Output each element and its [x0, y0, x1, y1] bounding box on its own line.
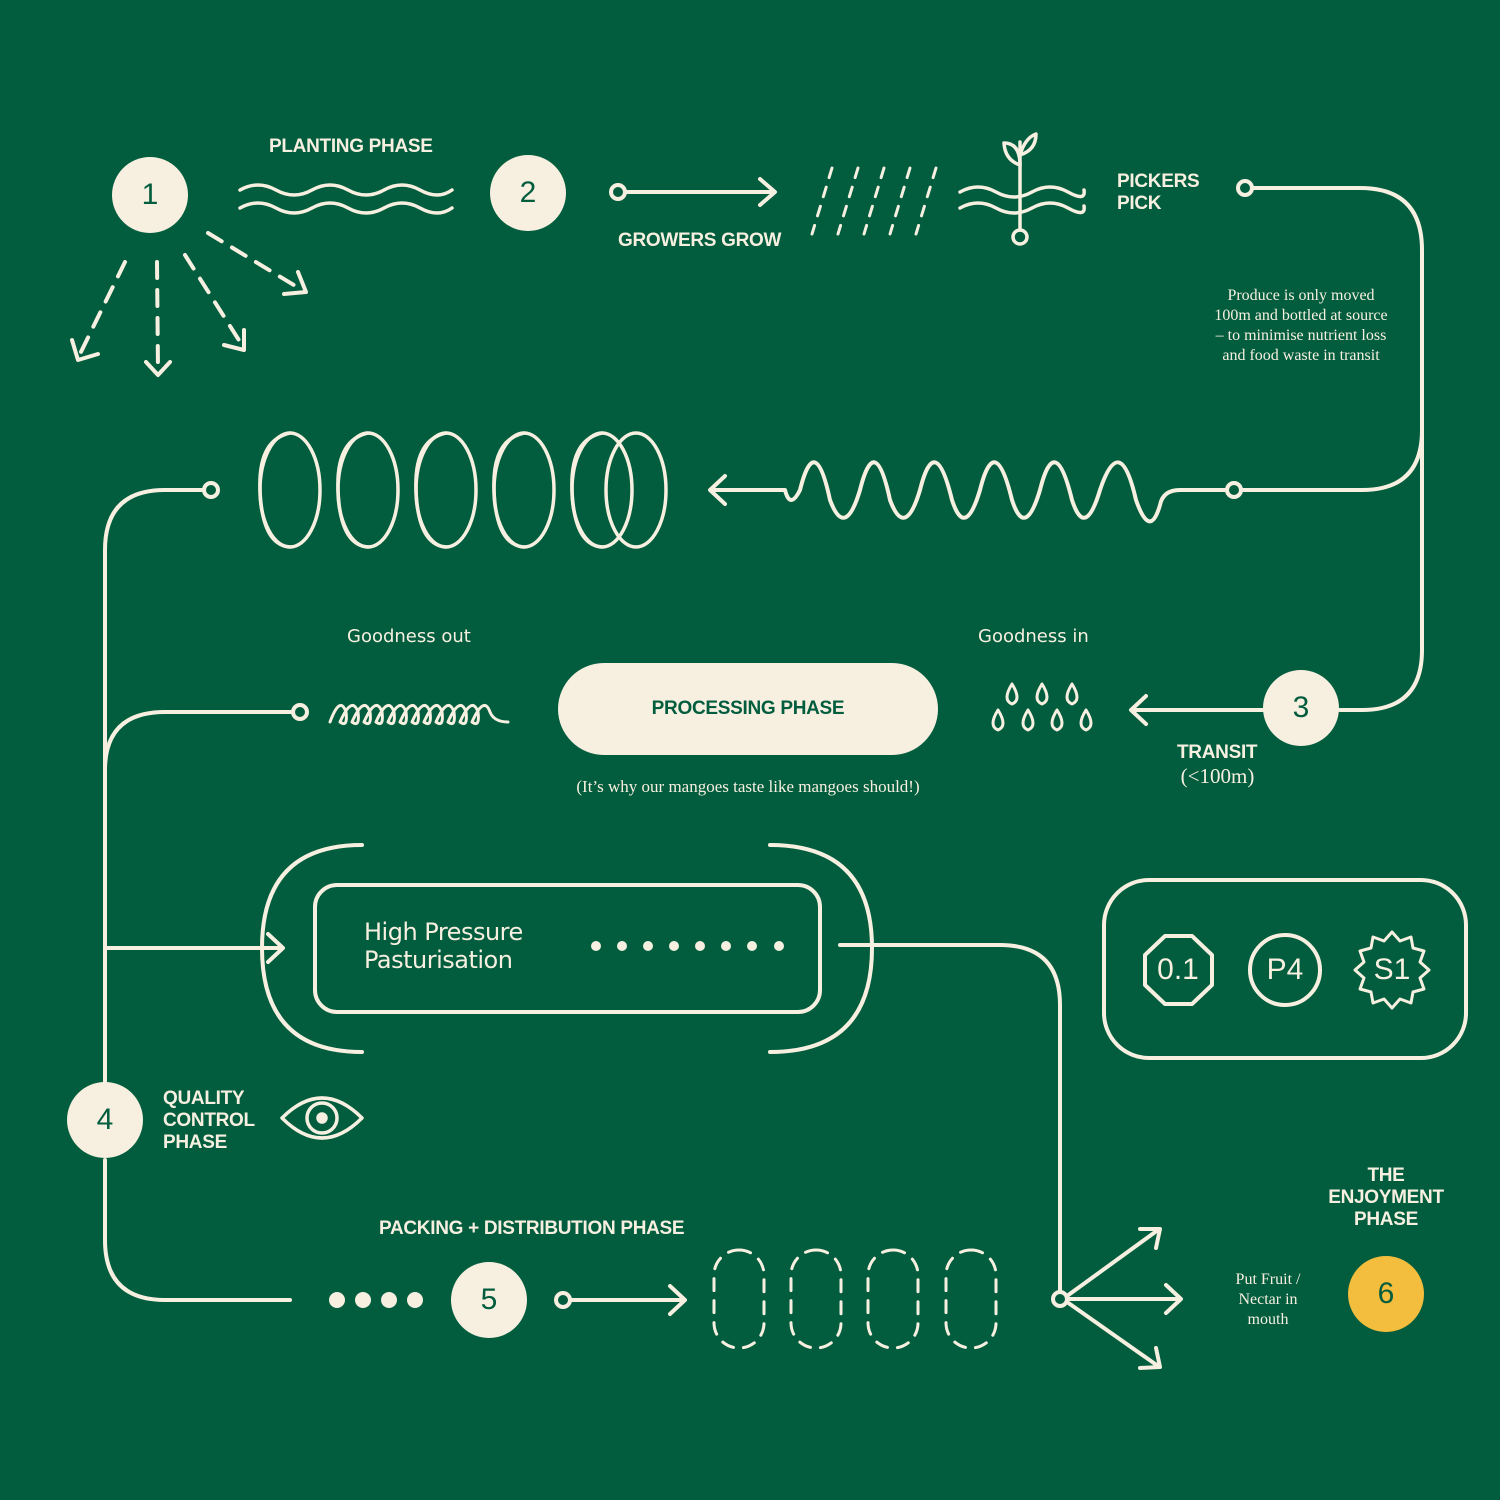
transit-distance: (<100m) [1180, 764, 1255, 788]
starburst-badge-icon [1353, 930, 1431, 1010]
pickers-pick-label: PICKERS PICK [1117, 171, 1200, 214]
eye-icon [280, 1096, 364, 1140]
step-2-node: 2 [490, 155, 566, 231]
drops-icon [991, 682, 1093, 732]
bottle-outline-icon [712, 1248, 998, 1350]
spring-arrowhead [708, 474, 727, 506]
step-1-node: 1 [112, 157, 188, 233]
processing-note: (It’s why our mangoes taste like mangoes… [576, 777, 920, 796]
step-4-node: 4 [67, 1082, 143, 1158]
growers-arrow [609, 177, 777, 207]
produce-note: Produce is only moved 100m and bottled a… [1214, 287, 1388, 364]
badge-s1: S1 [1373, 953, 1411, 986]
hpp-frame [260, 843, 1062, 1294]
left-path [103, 481, 309, 1302]
quality-control-label: QUALITY CONTROL PHASE [163, 1088, 255, 1153]
wave-icon [238, 183, 454, 215]
transit-label: TRANSIT [1177, 742, 1258, 763]
goodness-in-label: Goodness in [978, 626, 1089, 647]
growers-grow-label: GROWERS GROW [618, 230, 782, 251]
octagon-badge-icon [1143, 934, 1214, 1006]
sprout-icon [958, 132, 1086, 246]
goodness-out-label: Goodness out [347, 626, 471, 647]
badge-panel [1102, 878, 1468, 1060]
enjoyment-arrows [1051, 1227, 1183, 1370]
packing-distribution-label: PACKING + DISTRIBUTION PHASE [379, 1218, 685, 1239]
sun-icon [76, 231, 304, 372]
spring-icon [710, 460, 1229, 524]
step-5-node: 5 [451, 1262, 527, 1338]
planting-phase-label: PLANTING PHASE [269, 136, 433, 157]
packing-dots [329, 1292, 423, 1308]
sun-ray-arrowheads [70, 270, 308, 377]
enjoyment-phase-label: THE ENJOYMENT PHASE [1328, 1165, 1444, 1230]
badge-p4: P4 [1266, 953, 1304, 986]
rain-icon [810, 166, 938, 236]
transit-path [1225, 179, 1424, 712]
hpp-label: High Pressure Pasturisation [364, 918, 523, 974]
transit-arrow [1129, 694, 1267, 726]
step-6-node: 6 [1348, 1256, 1424, 1332]
coil-icon [258, 431, 668, 549]
packing-arrow [554, 1284, 687, 1316]
step-3-node: 3 [1263, 670, 1339, 746]
spring-out-icon [328, 703, 510, 726]
circle-badge-icon [1248, 933, 1322, 1007]
put-fruit-label: Put Fruit / Nectar in mouth [1235, 1271, 1301, 1328]
processing-phase-pill: PROCESSING PHASE [558, 663, 938, 755]
hpp-dots [591, 941, 784, 951]
badge-0-1: 0.1 [1157, 953, 1199, 986]
